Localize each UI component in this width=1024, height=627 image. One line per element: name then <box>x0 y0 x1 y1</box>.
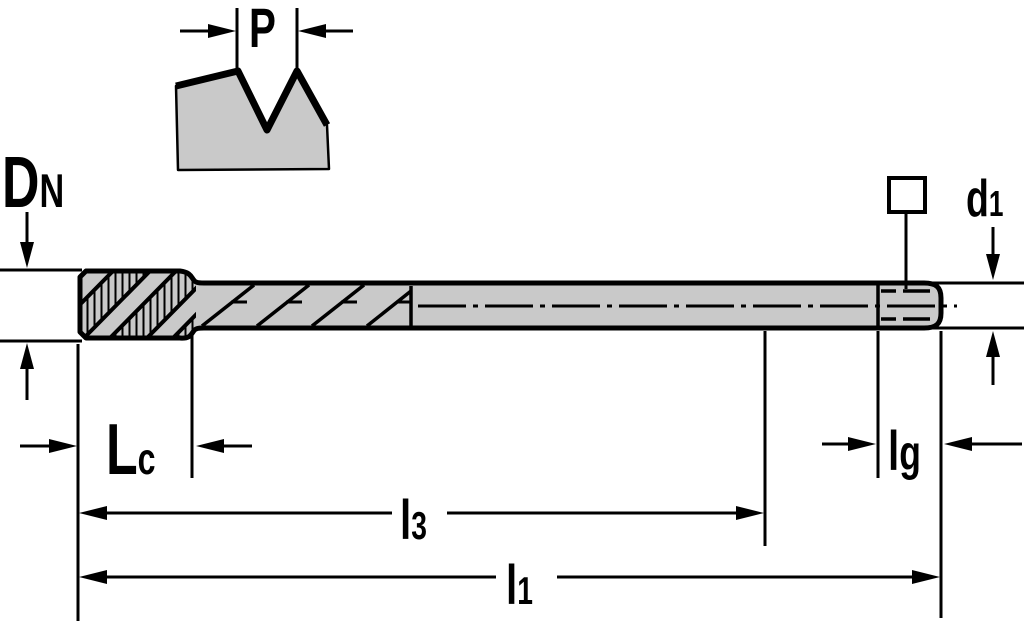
thread-runout-length-label-sub: 3 <box>411 505 427 548</box>
dimension-square-length <box>822 437 1022 451</box>
square-length-label-base: l <box>888 419 900 482</box>
dimension-chamfer-length <box>20 439 252 453</box>
pitch-label: P <box>249 0 276 56</box>
overall-length-label: l1 <box>506 557 533 613</box>
square-length-label: lg <box>888 423 921 479</box>
pitch-arrow-right <box>298 24 353 38</box>
extension-lines <box>0 268 1024 621</box>
thread-profile-detail <box>174 8 353 172</box>
dimension-overall-length <box>79 570 940 584</box>
thread-section-hatching <box>80 271 196 338</box>
nominal-diameter-label: DN <box>2 147 64 219</box>
dimension-thread-runout-length <box>79 506 764 520</box>
square-drive-callout <box>887 176 927 289</box>
chamfer-length-label-base: L <box>106 410 138 490</box>
square-drive-icon <box>887 176 927 214</box>
dimension-nominal-diameter <box>20 212 34 400</box>
thread-runout-length-label-base: l <box>400 488 412 551</box>
nominal-diameter-label-base: D <box>2 143 40 223</box>
tap-body <box>77 268 957 341</box>
shank-diameter-label: d1 <box>966 173 1003 225</box>
square-length-label-sub: g <box>899 426 921 481</box>
overall-length-label-base: l <box>506 553 518 616</box>
nominal-diameter-label-sub: N <box>39 165 65 218</box>
chamfer-length-label-sub: c <box>137 435 156 484</box>
thread-profile-crest-edge <box>175 67 331 134</box>
dimension-shank-diameter <box>986 227 1000 385</box>
flute-lines <box>200 283 413 328</box>
overall-length-label-sub: 1 <box>517 570 533 613</box>
thread-runout-length-label: l3 <box>400 492 427 548</box>
pitch-label-base: P <box>249 0 276 59</box>
pitch-arrow-left <box>180 24 236 38</box>
shank-diameter-label-base: d <box>966 170 989 228</box>
chamfer-length-label: Lc <box>106 414 156 486</box>
shank-diameter-label-sub: 1 <box>988 183 1004 224</box>
